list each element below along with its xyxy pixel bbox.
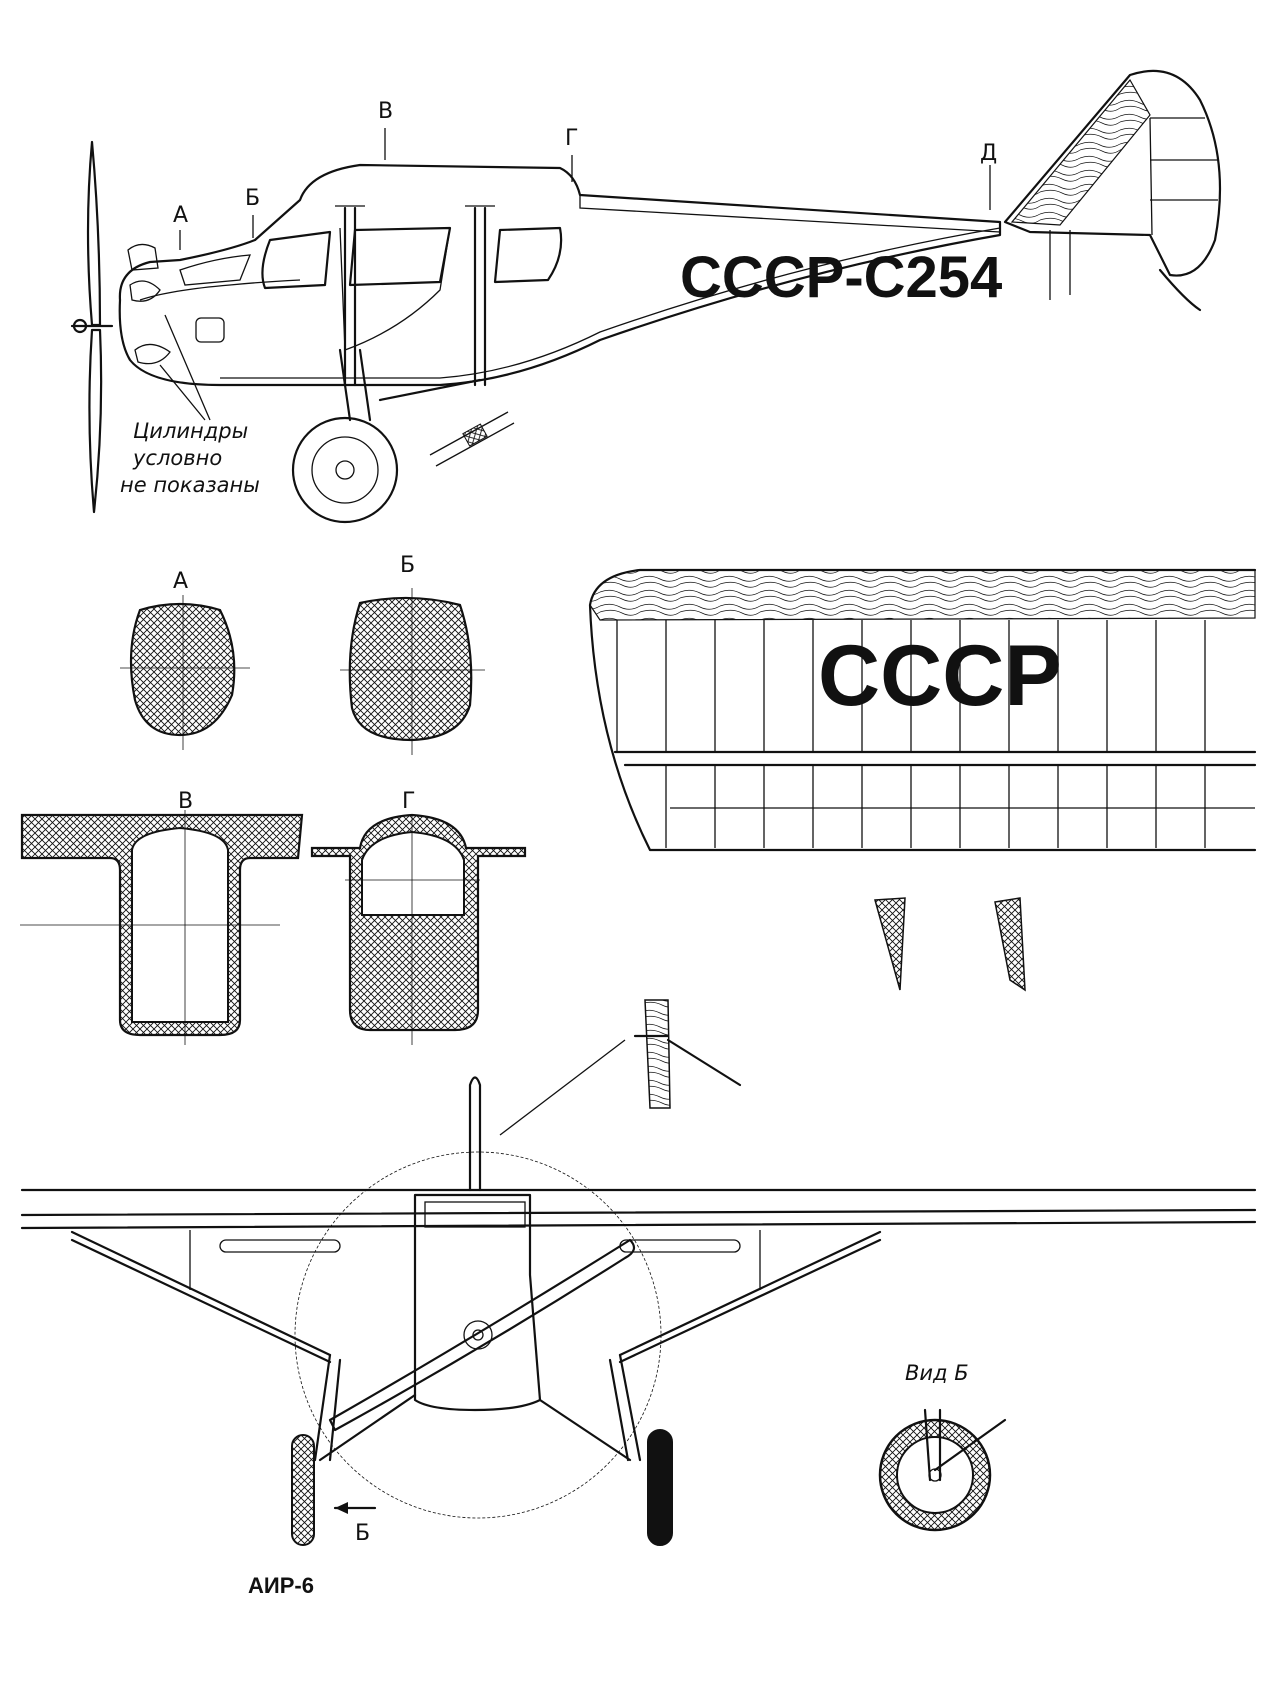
svg-text:В: В bbox=[178, 789, 193, 814]
propeller-blade-lower bbox=[88, 328, 103, 514]
section-a: А bbox=[120, 569, 250, 750]
windshield bbox=[179, 254, 251, 286]
cylinders-note-line-1: Цилиндры bbox=[133, 419, 248, 443]
propeller-blade-upper bbox=[86, 140, 102, 327]
view-b-detail: Вид Б bbox=[878, 1361, 1007, 1532]
drawing-title: АИР-6 bbox=[248, 1573, 314, 1598]
fuselage-outline bbox=[118, 163, 1002, 387]
svg-text:Б: Б bbox=[400, 553, 415, 578]
front-cabin bbox=[413, 1193, 542, 1412]
view-arrow-label: Б bbox=[355, 1521, 370, 1546]
landing-gear-strut bbox=[338, 348, 482, 422]
section-g: Г bbox=[310, 789, 527, 1045]
section-v: В bbox=[20, 789, 304, 1045]
section-marker-g: Г bbox=[565, 126, 578, 151]
section-marker-a: А bbox=[173, 203, 188, 228]
main-wheel bbox=[291, 416, 399, 524]
vertical-stabilizer bbox=[1003, 69, 1222, 277]
registration-marking: СССР-С254 bbox=[680, 245, 1002, 310]
section-b: Б bbox=[340, 553, 485, 755]
cabin-window-1 bbox=[261, 230, 332, 290]
wing-ribs bbox=[616, 620, 1206, 848]
front-view: Б bbox=[20, 999, 1257, 1546]
wing-plan-view: СССР bbox=[588, 568, 1257, 992]
cylinders-note-line-3: не показаны bbox=[120, 473, 260, 497]
svg-text:Г: Г bbox=[402, 789, 415, 814]
propeller-disc bbox=[294, 1151, 662, 1519]
side-view: А Б В Г Д СССР-С254 Цилиндры условно не … bbox=[70, 69, 1222, 524]
front-wheel-right bbox=[647, 1429, 673, 1546]
svg-text:А: А bbox=[173, 569, 188, 594]
cylinders-note-line-2: условно bbox=[132, 446, 222, 470]
section-marker-b: Б bbox=[245, 186, 260, 211]
cabin-window-2 bbox=[348, 226, 452, 287]
section-marker-v: В bbox=[378, 99, 393, 124]
cabin-window-3 bbox=[493, 226, 563, 284]
wing-marking: СССР bbox=[818, 628, 1062, 724]
front-wheel-left bbox=[291, 1434, 315, 1546]
front-propeller bbox=[328, 1238, 636, 1432]
view-b-label: Вид Б bbox=[905, 1361, 969, 1385]
section-marker-d: Д bbox=[980, 141, 997, 166]
